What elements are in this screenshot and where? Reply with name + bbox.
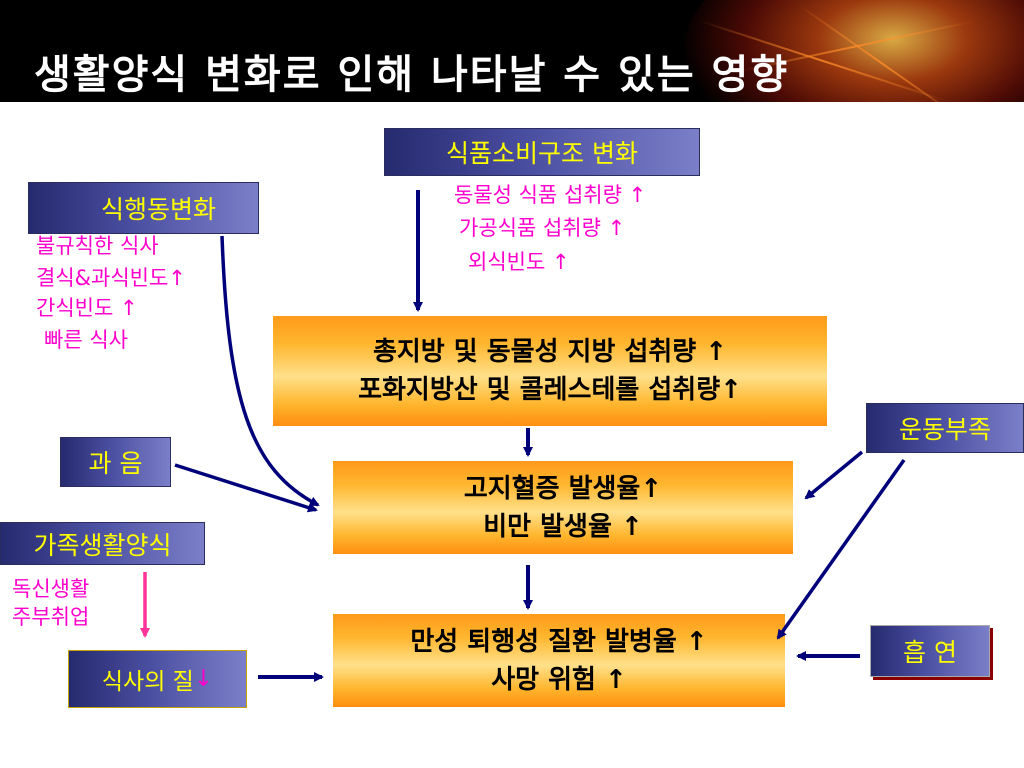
- exercise-label: 운동부족: [866, 403, 1024, 453]
- food-consumption-item: 가공식품 섭취량 ↑: [459, 216, 626, 240]
- exercise-label-text: 운동부족: [898, 415, 991, 444]
- food-consumption-item: 외식빈도 ↑: [468, 250, 570, 274]
- fat-intake-line: 총지방 및 동물성 지방 섭취량 ↑: [372, 337, 728, 367]
- meal-quality-label-text: 식사의 질: [101, 669, 194, 695]
- chronic-disease-box: 만성 퇴행성 질환 발병율 ↑ 사망 위험 ↑: [333, 614, 785, 707]
- obesity-box: 고지혈증 발생율↑ 비만 발생율 ↑: [333, 461, 793, 554]
- eating-behavior-label: 식행동변화: [28, 182, 259, 234]
- arrow-exercise-to-chronic: [776, 458, 906, 640]
- arrow-exercise-to-obesity: [804, 450, 864, 500]
- slide-title: 생활양식 변화로 인해 나타날 수 있는 영향: [34, 52, 790, 98]
- family-lifestyle-item: 주부취업: [12, 605, 90, 629]
- chronic-disease-line: 만성 퇴행성 질환 발병율 ↑: [410, 626, 708, 657]
- alcohol-label-text: 과 음: [88, 449, 143, 478]
- eating-behavior-label-text: 식행동변화: [100, 195, 216, 224]
- eating-behavior-item: 불규칙한 식사: [36, 234, 159, 258]
- smoking-label: 흡 연: [870, 625, 990, 677]
- alcohol-label: 과 음: [60, 437, 171, 487]
- fat-intake-line: 포화지방산 및 콜레스테롤 섭취량↑: [358, 375, 742, 405]
- smoking-label-text: 흡 연: [903, 638, 957, 667]
- food-consumption-label-text: 식품소비구조 변화: [446, 139, 638, 168]
- family-lifestyle-label: 가족생활양식: [0, 522, 205, 565]
- eating-behavior-item: 간식빈도 ↑: [36, 296, 138, 320]
- fat-intake-box: 총지방 및 동물성 지방 섭취량 ↑ 포화지방산 및 콜레스테롤 섭취량↑: [273, 316, 827, 426]
- fire-decoration: [684, 0, 1024, 102]
- chronic-disease-line: 사망 위험 ↑: [491, 664, 627, 695]
- food-consumption-item: 동물성 식품 섭취량 ↑: [454, 183, 647, 207]
- down-arrow-icon: ↓: [193, 666, 214, 692]
- arrow-alcohol-to-obesity: [174, 463, 318, 513]
- obesity-line: 비만 발생율 ↑: [483, 511, 643, 542]
- obesity-line: 고지혈증 발생율↑: [463, 473, 663, 504]
- eating-behavior-item: 결식&과식빈도↑: [36, 266, 186, 290]
- food-consumption-label: 식품소비구조 변화: [384, 128, 700, 176]
- slide-header: 생활양식 변화로 인해 나타날 수 있는 영향: [0, 0, 1024, 102]
- eating-behavior-item: 빠른 식사: [44, 328, 128, 352]
- arrow-behavior-to-obesity: [220, 235, 320, 507]
- family-lifestyle-label-text: 가족생활양식: [33, 530, 172, 560]
- family-lifestyle-item: 독신생활: [12, 577, 90, 601]
- meal-quality-label: 식사의 질 ↓: [68, 650, 247, 708]
